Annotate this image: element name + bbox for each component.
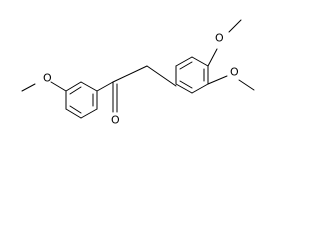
methoxy-oxygen-label: O — [43, 72, 52, 85]
ring-bond — [175, 56, 193, 67]
ketone-group: O — [96, 65, 177, 127]
para-methoxy-group: O — [207, 66, 255, 91]
ring-bond — [191, 83, 209, 94]
ring-bond — [65, 108, 82, 119]
carbonyl-methylene-bond — [112, 65, 148, 83]
ring-inner-double-bond — [179, 61, 193, 70]
ring-inner-double-bond — [69, 86, 82, 95]
methoxy-oxygen-label: O — [230, 66, 239, 79]
ketone-oxygen-label: O — [111, 114, 120, 127]
ring-inner-double-bond — [69, 105, 82, 114]
methylene-aryl-bond — [146, 65, 177, 87]
ring-inner-double-bond — [179, 80, 193, 89]
ring-bond — [191, 56, 209, 67]
left-methoxy-group: O — [21, 72, 67, 92]
dimethoxyphenyl-ring — [175, 56, 209, 94]
aryl-oxygen-bond — [50, 81, 67, 92]
ring-bond — [80, 81, 98, 92]
aryl-carbonyl-bond — [96, 81, 114, 92]
chemical-structure: O O O O — [21, 19, 255, 127]
ring-bond — [80, 108, 98, 119]
ring-bond — [65, 81, 82, 92]
meta-methoxy-group: O — [207, 19, 242, 67]
methoxyphenyl-ring — [65, 81, 98, 119]
oxygen-methyl-bond — [228, 19, 242, 33]
aryl-oxygen-bond — [207, 75, 228, 85]
oxygen-methyl-bond — [238, 79, 255, 91]
aryl-oxygen-bond — [207, 48, 218, 67]
oxygen-methyl-bond — [21, 83, 36, 92]
ring-bond — [175, 83, 193, 94]
methoxy-oxygen-label: O — [215, 32, 224, 45]
